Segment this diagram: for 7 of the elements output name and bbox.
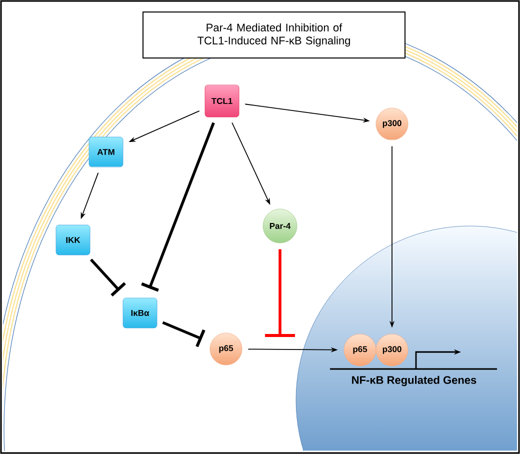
protein-box: TCL1 [204, 84, 240, 118]
inhibition-line [265, 249, 295, 337]
title-box: Par-4 Mediated Inhibition of TCL1-Induced NF-κB Signaling [142, 12, 406, 58]
gene-label: NF-κB Regulated Genes [352, 376, 476, 386]
protein-box: ATM [88, 136, 124, 168]
protein-box: IKK [56, 224, 90, 256]
protein-box: IκBα [122, 298, 158, 328]
